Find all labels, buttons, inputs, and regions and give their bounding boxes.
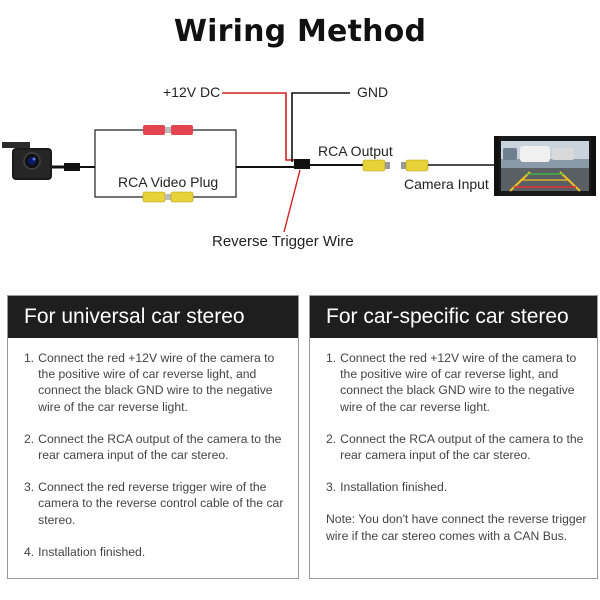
label-reverse-trigger-wire: Reverse Trigger Wire bbox=[212, 233, 354, 250]
wiring-diagram bbox=[2, 92, 596, 233]
step-item: 3.Installation finished. bbox=[326, 480, 448, 495]
label-rca-video-plug: RCA Video Plug bbox=[118, 174, 219, 190]
step-item: 1.Connect the red +12V wire of the camer… bbox=[326, 351, 577, 414]
rca-video-plug-pair bbox=[142, 191, 194, 203]
label-camera-input: Camera Input bbox=[404, 176, 489, 192]
step-item: 4.Installation finished. bbox=[24, 544, 146, 559]
step-list: 1.Connect the red +12V wire of the camer… bbox=[310, 338, 597, 495]
gnd-wire bbox=[291, 92, 350, 162]
step-item: 2.Connect the RCA output of the camera t… bbox=[24, 431, 282, 463]
note-text: Note: You don't have connect the reverse… bbox=[326, 512, 587, 543]
label-gnd: GND bbox=[357, 84, 389, 100]
camera-icon bbox=[2, 142, 52, 180]
reverse-trigger-wire bbox=[283, 169, 301, 233]
label-12v-dc: +12V DC bbox=[163, 84, 221, 100]
step-list: 1.Connect the red +12V wire of the camer… bbox=[8, 338, 298, 560]
red-rca-plug-pair bbox=[143, 125, 193, 135]
panel-heading: For universal car stereo bbox=[8, 296, 298, 338]
panel-heading: For car-specific car stereo bbox=[310, 296, 597, 338]
panel-universal-stereo: For universal car stereo 1.Connect the r… bbox=[7, 295, 299, 579]
page-title: Wiring Method bbox=[173, 14, 427, 49]
step-item: 2.Connect the RCA output of the camera t… bbox=[326, 431, 584, 463]
cable-grommet bbox=[64, 163, 80, 171]
splice-junction bbox=[294, 159, 310, 169]
label-rca-output: RCA Output bbox=[318, 143, 393, 159]
panel-car-specific-stereo: For car-specific car stereo 1.Connect th… bbox=[309, 295, 598, 579]
rca-output-connector bbox=[362, 159, 390, 172]
step-item: 1.Connect the red +12V wire of the camer… bbox=[24, 351, 275, 414]
step-item: 3.Connect the red reverse trigger wire o… bbox=[24, 480, 284, 527]
camera-input-connector bbox=[401, 159, 429, 172]
red-12v-wire bbox=[222, 92, 296, 161]
car-stereo-icon bbox=[494, 136, 596, 196]
